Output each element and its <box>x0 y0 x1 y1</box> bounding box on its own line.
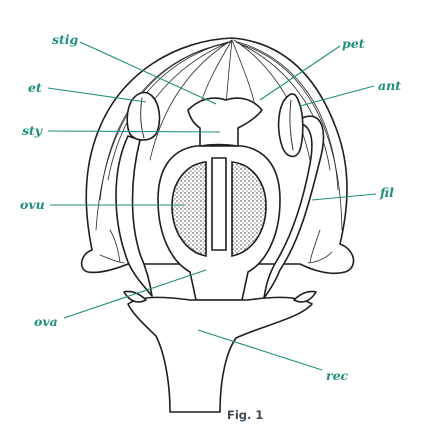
leader-lines <box>47 41 377 371</box>
label-fil: fil <box>379 185 394 200</box>
right-ovule-chamber <box>231 161 267 257</box>
leader-fil <box>311 193 377 201</box>
receptacle <box>123 290 317 413</box>
labels: stig pet et ant sty ovu fil ova rec <box>20 32 401 383</box>
label-ovu: ovu <box>20 197 45 212</box>
label-sty: sty <box>22 123 43 138</box>
ovary-septum <box>211 157 227 251</box>
figure-caption: Fig. 1 <box>227 408 263 422</box>
leader-pet <box>259 45 341 101</box>
leader-ova <box>63 269 207 319</box>
left-receptacle-lip <box>123 290 147 303</box>
leader-ant <box>299 85 375 107</box>
label-pet: pet <box>342 36 365 51</box>
label-et: et <box>28 80 42 95</box>
left-anther <box>126 91 161 141</box>
leader-sty <box>47 130 221 133</box>
right-anther <box>277 93 304 158</box>
leader-rec <box>197 329 323 371</box>
label-rec: rec <box>326 368 349 383</box>
right-receptacle-lip <box>293 290 317 303</box>
left-ovule-chamber <box>171 161 207 257</box>
label-stig: stig <box>52 32 79 47</box>
pistil <box>157 97 281 301</box>
leader-et <box>47 87 147 103</box>
receptacle-body <box>127 296 313 413</box>
stigma-style <box>187 97 263 147</box>
label-ova: ova <box>34 314 58 329</box>
label-ant: ant <box>378 78 401 93</box>
leader-stig <box>79 41 217 105</box>
